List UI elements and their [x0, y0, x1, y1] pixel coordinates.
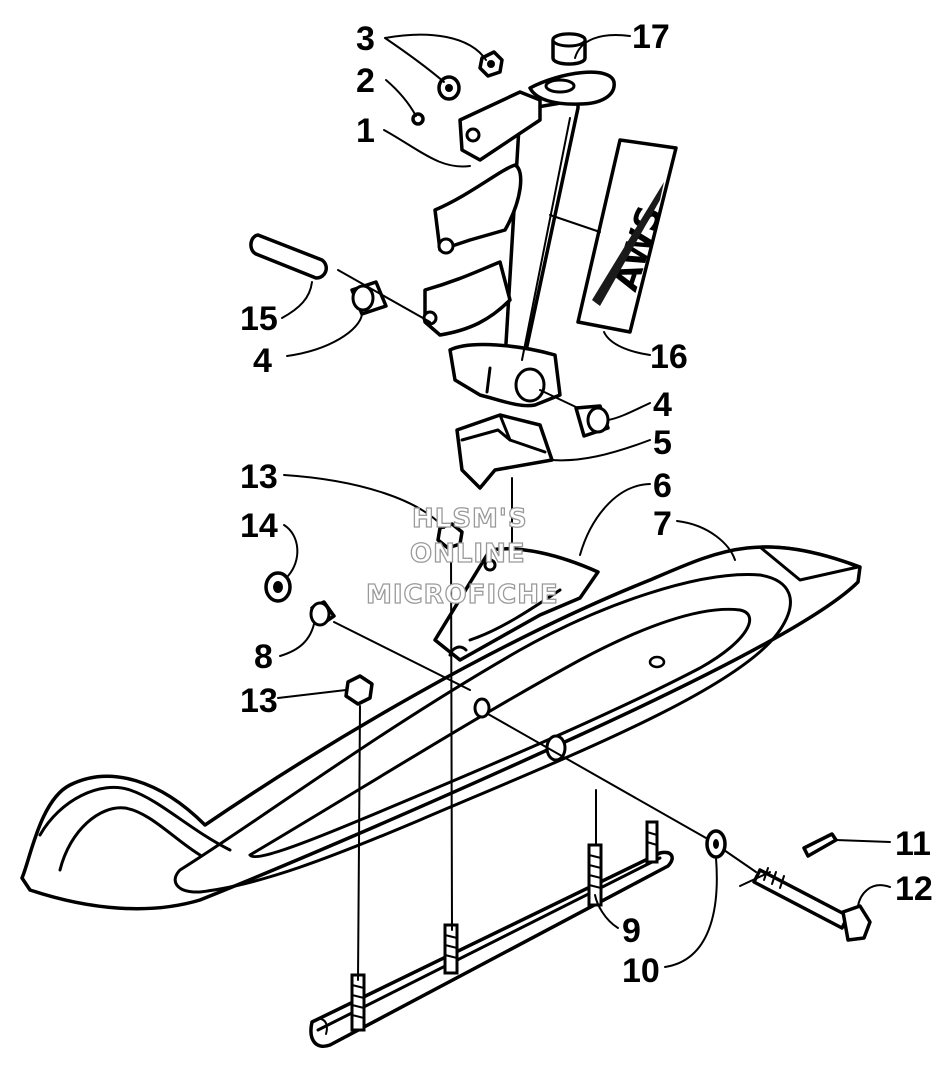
- callout-6: 6: [653, 467, 672, 505]
- callout-3: 3: [356, 20, 375, 58]
- nut-part-13-lower: [344, 674, 374, 706]
- spindle: [422, 70, 616, 408]
- watermark-line-2: ONLINE: [410, 539, 526, 569]
- callout-15: 15: [240, 300, 278, 338]
- wear-bar-stud-4: [645, 820, 659, 864]
- watermark: HLSM'S ONLINE MICROFICHE: [365, 503, 559, 610]
- cotter-pin-part-11: [802, 832, 838, 858]
- callout-14: 14: [240, 507, 278, 545]
- callout-labels: 3 2 1 17 15 4 16 4 5 6 7 13 14 8 13 11 1…: [240, 18, 933, 990]
- callout-16: 16: [650, 338, 688, 376]
- saddle-part-5: [455, 413, 554, 490]
- wear-bar-stud-3: [587, 843, 603, 907]
- callout-4-upper: 4: [253, 342, 272, 380]
- callout-13-lower: 13: [240, 682, 278, 720]
- spacer-part-14: [264, 571, 292, 603]
- callout-2: 2: [356, 62, 375, 100]
- callout-11: 11: [895, 825, 931, 863]
- callout-13-upper: 13: [240, 458, 278, 496]
- bushing-part-8: [309, 600, 336, 627]
- wear-bar-stud-1: [350, 973, 366, 1032]
- callout-8: 8: [254, 638, 273, 676]
- leader-lines: [277, 33, 891, 981]
- washer-part-10: [705, 829, 727, 859]
- bolt-part-12: [752, 867, 872, 942]
- callout-5: 5: [653, 424, 672, 462]
- wear-bar: [309, 820, 674, 1048]
- callout-9: 9: [622, 912, 641, 950]
- callout-12: 12: [895, 870, 933, 908]
- screw-part-2: [411, 112, 425, 126]
- bracket-part-6: [433, 546, 600, 662]
- callout-17: 17: [632, 18, 670, 56]
- callout-4-lower: 4: [653, 386, 672, 424]
- pivot-shaft-part-15: [249, 233, 328, 280]
- decal-part-16: AWS: [576, 138, 678, 334]
- watermark-line-3: MICROFICHE: [366, 580, 559, 610]
- plug-part-17: [551, 32, 587, 66]
- callout-10: 10: [622, 952, 660, 990]
- ski-body: [20, 545, 862, 911]
- bushing-part-4-upper: [350, 280, 388, 316]
- wear-bar-stud-2: [443, 923, 459, 975]
- bushing-part-4-lower: [574, 404, 610, 438]
- callout-7: 7: [653, 505, 672, 543]
- callout-1: 1: [356, 112, 375, 150]
- watermark-line-1: HLSM'S: [412, 504, 528, 534]
- nut-part-13-upper: [436, 522, 464, 550]
